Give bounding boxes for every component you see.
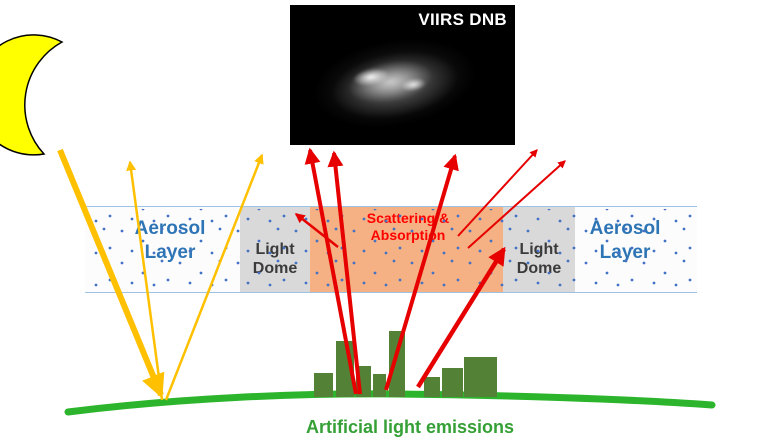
aerosol-layer-label-left: Aerosol Layer [134,218,206,263]
light-dome-label-right: Light Dome [516,241,562,278]
ground-line [64,390,716,416]
building [356,366,371,397]
building [424,377,440,397]
ground-label: Artificial light emissions [305,417,515,437]
aerosol-layer-band: Aerosol Layer Scattering & Absorption Li… [85,206,697,293]
viirs-satellite-image: VIIRS DNB [290,5,515,145]
building [336,341,354,397]
scattering-label: Scattering & Absorption [366,210,450,243]
aerosol-layer-label-right: Aerosol Layer [589,218,661,263]
building [442,368,463,397]
light-dome-label-left: Light Dome [252,241,298,278]
building [373,374,386,397]
building [389,331,405,397]
viirs-label: VIIRS DNB [418,10,507,29]
building [314,373,333,397]
moon-icon [0,34,64,156]
nighttime-lights-blob [294,17,495,145]
city-buildings [314,331,497,397]
building [464,357,497,397]
